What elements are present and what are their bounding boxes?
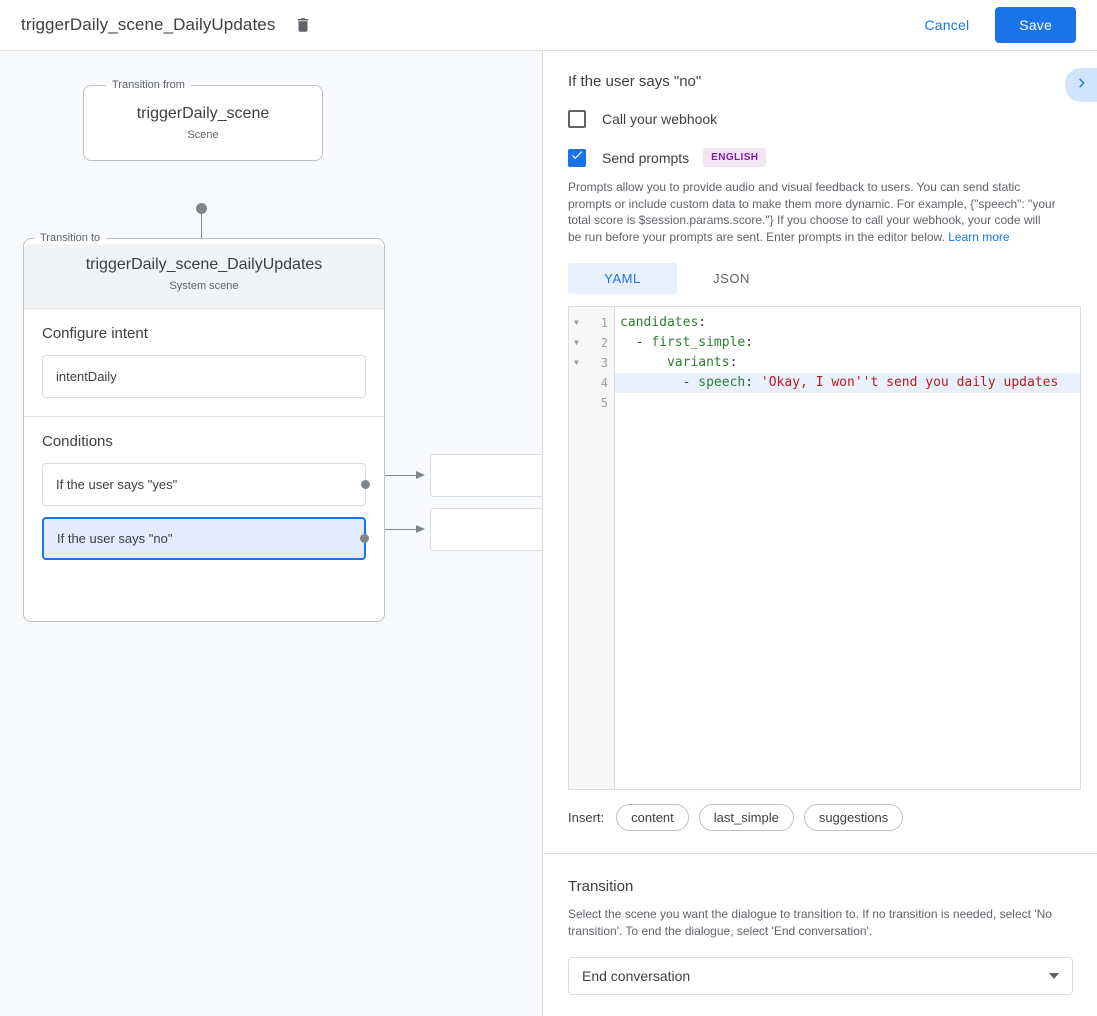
code-colon: : (745, 335, 754, 350)
gutter-line[interactable]: ▼ 1 (569, 313, 614, 333)
flow-canvas: Transition from triggerDaily_scene Scene… (0, 51, 543, 1016)
code-line[interactable] (615, 393, 1080, 413)
delete-button[interactable] (289, 11, 317, 39)
webhook-row[interactable]: Call your webhook (544, 110, 1097, 128)
fold-triangle-icon[interactable]: ▼ (574, 358, 579, 367)
edge-yes-arrowhead (416, 471, 425, 479)
editor-format-tabs: YAML JSON (568, 263, 1097, 294)
chevron-down-icon (1049, 973, 1059, 979)
insert-label: Insert: (568, 810, 605, 825)
transition-to-header[interactable]: triggerDaily_scene_DailyUpdates System s… (24, 244, 384, 309)
conditions-section: Conditions If the user says "yes" If the… (24, 416, 384, 589)
tab-json[interactable]: JSON (713, 271, 750, 286)
code-line[interactable]: candidates: (615, 313, 1080, 333)
code-colon: : (745, 375, 761, 390)
gutter-line[interactable]: ▼ 2 (569, 333, 614, 353)
prompts-description-text: Prompts allow you to provide audio and v… (568, 180, 1056, 244)
panel-title: If the user says "no" (568, 73, 702, 90)
transition-from-node[interactable]: Transition from triggerDaily_scene Scene (83, 79, 323, 161)
checkmark-icon (570, 148, 584, 167)
code-editor[interactable]: ▼ 1 ▼ 2 ▼ 3 ▼ 4 ▼ 5 (568, 306, 1081, 790)
panel-header: If the user says "no" (544, 51, 1097, 102)
learn-more-link[interactable]: Learn more (948, 229, 1010, 244)
condition-item-no[interactable]: If the user says "no" (42, 517, 369, 560)
editor-code-area[interactable]: candidates: - first_simple: variants: - … (615, 307, 1080, 789)
send-prompts-row[interactable]: Send prompts ENGLISH (544, 148, 1097, 167)
transition-to-name: triggerDaily_scene_DailyUpdates (85, 256, 323, 273)
code-indent (620, 355, 667, 370)
code-indent: - (620, 335, 652, 350)
configure-intent-label: Configure intent (42, 325, 148, 342)
fold-triangle-icon[interactable]: ▼ (574, 318, 579, 327)
call-webhook-checkbox[interactable] (568, 110, 586, 128)
line-number: 4 (600, 376, 608, 390)
chevron-right-icon (1073, 75, 1089, 96)
configure-intent-section: Configure intent intentDaily (24, 309, 384, 416)
call-webhook-label: Call your webhook (602, 111, 718, 127)
gutter-line[interactable]: ▼ 3 (569, 353, 614, 373)
target-node-yes[interactable] (430, 454, 542, 497)
code-key: speech (698, 375, 746, 390)
cancel-button[interactable]: Cancel (913, 9, 982, 41)
code-key: variants (666, 355, 730, 370)
code-key: first_simple (651, 335, 746, 350)
conditions-label: Conditions (42, 433, 113, 450)
line-number: 1 (600, 316, 608, 330)
condition-yes-connector-dot (361, 480, 370, 489)
line-number: 2 (600, 336, 608, 350)
condition-item-yes-label: If the user says "yes" (56, 477, 178, 492)
transition-to-legend: Transition to (40, 232, 101, 244)
insert-chip-suggestions[interactable]: suggestions (803, 804, 904, 831)
code-line[interactable]: - first_simple: (615, 333, 1080, 353)
prompts-description: Prompts allow you to provide audio and v… (544, 179, 1080, 245)
transition-section: Transition Select the scene you want the… (544, 854, 1097, 995)
insert-chips-row: Insert: content last_simple suggestions (568, 804, 1097, 831)
transition-from-name: triggerDaily_scene (136, 105, 270, 123)
tab-yaml[interactable]: YAML (568, 263, 677, 294)
insert-chip-content[interactable]: content (616, 804, 689, 831)
code-line[interactable]: variants: (615, 353, 1080, 373)
condition-item-no-label: If the user says "no" (57, 531, 173, 546)
language-badge: ENGLISH (703, 148, 767, 167)
code-line[interactable]: - speech: 'Okay, I won''t send you daily… (615, 373, 1080, 393)
collapse-panel-button[interactable] (1065, 68, 1097, 102)
trash-icon (294, 16, 312, 34)
line-number: 5 (600, 396, 608, 410)
code-colon: : (698, 315, 707, 330)
fold-triangle-icon[interactable]: ▼ (574, 338, 579, 347)
details-panel: If the user says "no" Call your webhook … (544, 51, 1097, 1016)
transition-to-type: System scene (169, 280, 239, 292)
section-divider (544, 853, 1097, 854)
code-colon: : (729, 355, 738, 370)
insert-chip-last-simple[interactable]: last_simple (698, 804, 794, 831)
intent-field[interactable]: intentDaily (42, 355, 366, 398)
code-key: candidates (620, 315, 699, 330)
transition-from-type: Scene (187, 129, 219, 142)
target-node-no[interactable] (430, 508, 542, 551)
code-value: 'Okay, I won''t send you daily updates (760, 375, 1059, 390)
transition-select-value: End conversation (582, 968, 691, 984)
top-bar: triggerDaily_scene_DailyUpdates Cancel S… (0, 0, 1097, 51)
transition-from-legend: Transition from (112, 79, 185, 91)
transition-to-node: Transition to triggerDaily_scene_DailyUp… (23, 232, 385, 622)
edge-no (385, 529, 421, 530)
edge-no-arrowhead (416, 525, 425, 533)
send-prompts-label: Send prompts (602, 149, 690, 166)
save-button[interactable]: Save (995, 7, 1076, 43)
code-indent: - (620, 375, 699, 390)
condition-no-connector-dot (360, 534, 369, 543)
edge-yes (385, 475, 421, 476)
send-prompts-checkbox[interactable] (568, 148, 586, 167)
gutter-line[interactable]: ▼ 4 (569, 373, 614, 393)
line-number: 3 (600, 356, 608, 370)
transition-title: Transition (568, 878, 634, 895)
transition-select[interactable]: End conversation (568, 957, 1073, 995)
transition-description: Select the scene you want the dialogue t… (568, 907, 1052, 938)
gutter-line[interactable]: ▼ 5 (569, 393, 614, 413)
page-title: triggerDaily_scene_DailyUpdates (21, 15, 276, 34)
condition-item-yes[interactable]: If the user says "yes" (42, 463, 370, 506)
editor-gutter: ▼ 1 ▼ 2 ▼ 3 ▼ 4 ▼ 5 (569, 307, 615, 789)
